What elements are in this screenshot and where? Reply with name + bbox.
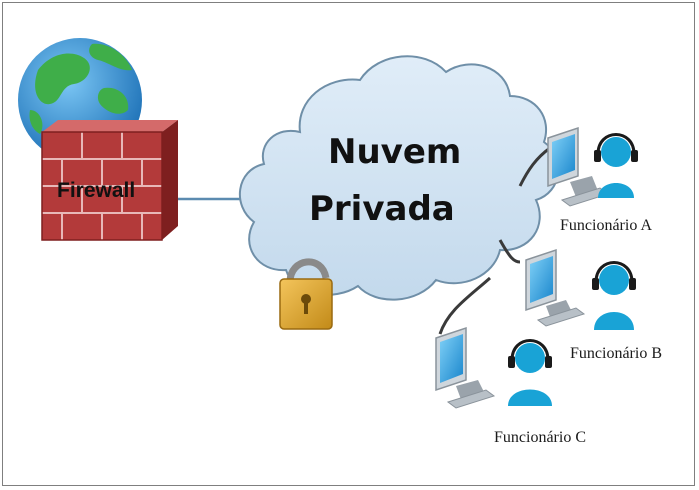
cloud-title-line2: Privada xyxy=(309,189,455,229)
firewall-label: Firewall xyxy=(57,179,135,202)
headset-user-icon xyxy=(594,133,638,198)
cloud-title-line1: Nuvem xyxy=(328,132,461,172)
computer-icon xyxy=(525,248,586,327)
padlock-icon xyxy=(279,258,333,330)
headset-user-icon xyxy=(592,261,636,330)
employee-b-label: Funcionário B xyxy=(570,345,662,362)
employee-c-label: Funcionário C xyxy=(494,429,586,446)
employee-a-label: Funcionário A xyxy=(560,217,652,234)
brick-wall-icon xyxy=(41,120,178,241)
computer-icon xyxy=(547,126,610,207)
computer-icon xyxy=(435,326,496,409)
headset-user-icon xyxy=(508,339,552,406)
private-cloud-shape xyxy=(238,55,560,301)
network-cables xyxy=(438,146,551,335)
